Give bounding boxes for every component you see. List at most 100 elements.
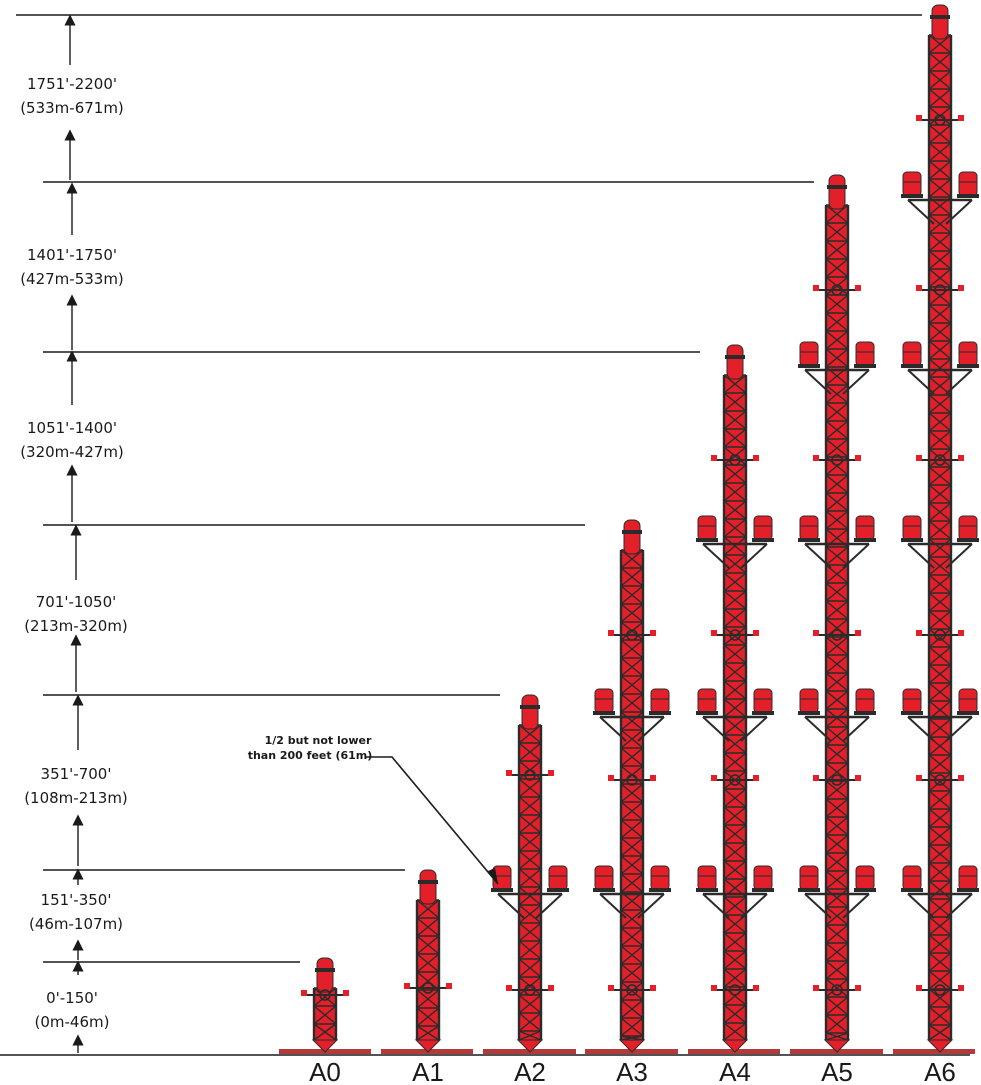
beacon-base (798, 711, 820, 715)
small-tier-ring (626, 629, 638, 641)
tower-brace (620, 963, 644, 983)
callout-note: 1/2 but not lower than 200 feet (61m) (248, 734, 499, 885)
tower-brace (928, 340, 952, 360)
beacon-light (958, 688, 978, 714)
small-tier-light (916, 985, 922, 991)
tower-brace (928, 970, 952, 990)
tower-brace (825, 312, 849, 332)
tower-red-band (519, 725, 541, 1040)
small-tier-light (343, 990, 349, 996)
top-beacon (828, 174, 846, 210)
small-tier-ring (831, 984, 843, 996)
note-line-2: than 200 feet (61m) (248, 749, 373, 762)
tower-brace (928, 412, 952, 432)
tower-brace (928, 250, 952, 270)
tower-brace (928, 70, 952, 90)
tower-brace (928, 466, 952, 486)
tower-brace (723, 752, 747, 772)
tower-brace (825, 762, 849, 782)
beacon-base (901, 364, 923, 368)
tower-brace (825, 690, 849, 710)
tower-brace (313, 1023, 337, 1041)
level-meters: (46m-107m) (29, 915, 123, 933)
tower-brace (723, 824, 747, 844)
small-tier-light (813, 775, 819, 781)
tower-brace (620, 711, 644, 731)
tower-brace (825, 816, 849, 836)
tower-brace (620, 657, 644, 677)
tower-brace (620, 801, 644, 821)
tower-brace (825, 258, 849, 278)
top-beacon-band (315, 968, 335, 972)
tower-brace (825, 726, 849, 746)
tower-brace (518, 1012, 542, 1032)
small-tier-light (855, 630, 861, 636)
level-labels: 0'-150' (0m-46m) 151'-350' (46m-107m) 35… (20, 75, 128, 1031)
beacon-light (958, 341, 978, 367)
tower-brace (620, 819, 644, 839)
tower-brace (723, 446, 747, 466)
beacon-base (957, 364, 979, 368)
tower-brace (518, 886, 542, 906)
tower-brace (825, 276, 849, 296)
tower-brace (825, 780, 849, 800)
top-beacon-band (418, 880, 438, 884)
small-tier-light (650, 775, 656, 781)
tower-brace (620, 873, 644, 893)
tower-brace (620, 693, 644, 713)
tower-brace (723, 608, 747, 628)
tower-brace (723, 950, 747, 970)
tower-brace (620, 855, 644, 875)
callout-leader-line (366, 756, 499, 885)
small-tier-light (506, 985, 512, 991)
tier-strut (945, 543, 973, 569)
structure-label-a1: A1 (412, 1057, 444, 1085)
level-label-4: 1051'-1400' (320m-427m) (20, 419, 124, 461)
callout-arrowhead (488, 868, 498, 884)
beacon-light (958, 171, 978, 197)
top-beacon-band (827, 185, 847, 189)
small-tier-light (711, 985, 717, 991)
tower-brace (723, 500, 747, 520)
tower-brace (928, 826, 952, 846)
small-tier-light (958, 115, 964, 121)
small-tier-ring (319, 989, 331, 1001)
tier-strut (804, 369, 832, 395)
small-tier-light (404, 983, 410, 989)
dimension-arrows (64, 14, 84, 1053)
tower-brace (928, 520, 952, 540)
beacon-base (901, 888, 923, 892)
tier-strut (740, 893, 768, 919)
tower-a0 (301, 957, 349, 1053)
tower-brace (928, 538, 952, 558)
tier-strut (804, 716, 832, 742)
beacon-light (902, 515, 922, 541)
small-tier-light (753, 775, 759, 781)
tower-brace (825, 600, 849, 620)
tower-brace (518, 814, 542, 834)
beacon-base (752, 711, 774, 715)
tower-brace (620, 1035, 644, 1041)
small-tier-ring (831, 629, 843, 641)
top-beacon (726, 344, 744, 380)
tower-brace (928, 556, 952, 576)
tower-brace (825, 852, 849, 872)
tower-brace (928, 592, 952, 612)
tier-strut (907, 543, 935, 569)
tier-strut (842, 893, 870, 919)
beacon-base (593, 888, 615, 892)
top-beacon (316, 957, 334, 993)
tower-brace (620, 999, 644, 1019)
tier-strut (599, 893, 627, 919)
beacon-light (855, 688, 875, 714)
tower-brace (416, 917, 440, 937)
tower-brace (723, 1022, 747, 1041)
level-lines (0, 14, 970, 1056)
tower-brace (825, 438, 849, 458)
tower-brace (723, 734, 747, 754)
tower-brace (620, 567, 644, 587)
tower-brace (928, 160, 952, 180)
beacon-light (799, 341, 819, 367)
tower-brace (825, 348, 849, 368)
tower-brace (723, 392, 747, 412)
